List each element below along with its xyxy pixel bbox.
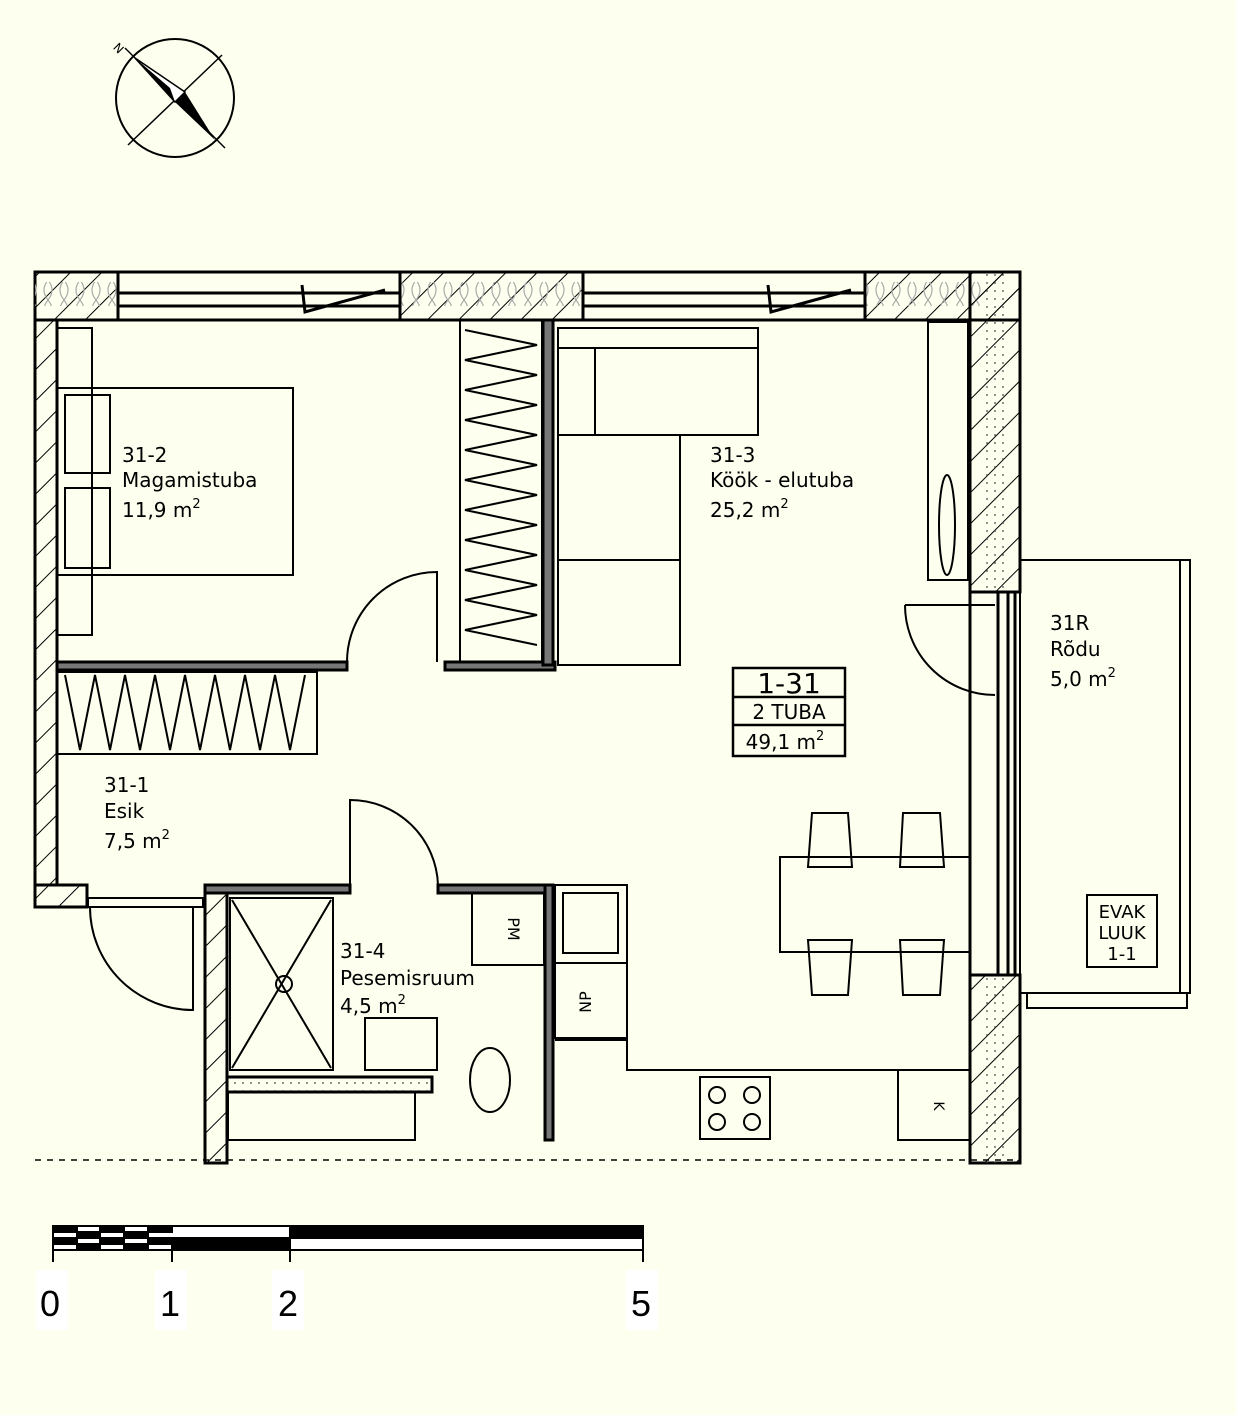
north-arrow-icon: N [110,38,235,158]
svg-text:5,0 m2: 5,0 m2 [1050,666,1116,691]
scale-bar [52,1225,644,1262]
room-label-31R: 31R Rõdu 5,0 m2 [1050,611,1116,691]
room-label-31-2: 31-2 Magamistuba 11,9 m2 [122,443,257,522]
scale-label-bg [272,1270,304,1330]
doors [87,570,996,1012]
hall-wardrobe [56,671,318,755]
svg-text:LUUK: LUUK [1098,923,1146,944]
svg-text:11,9 m2: 11,9 m2 [122,497,201,522]
scale-label-1: 1 [160,1283,180,1324]
north-label: N [110,40,126,56]
microwave [554,884,628,964]
svg-text:31-3: 31-3 [710,443,755,467]
svg-text:49,1 m2: 49,1 m2 [746,729,825,754]
bed-nightstands [56,327,93,636]
wardrobe [459,319,543,663]
sink [364,1017,438,1071]
cooktop [699,1076,771,1140]
toilet [469,1047,511,1113]
scale-label-0: 0 [40,1283,60,1324]
svg-text:4,5 m2: 4,5 m2 [340,993,406,1018]
svg-text:EVAK: EVAK [1099,902,1147,923]
scale-label-5: 5 [631,1283,651,1324]
evac-label: EVAK LUUK 1-1 [1098,902,1146,965]
room-label-31-3: 31-3 Köök - elutuba 25,2 m2 [710,443,854,522]
svg-text:Pesemisruum: Pesemisruum [340,966,475,990]
apartment-tag: 1-31 2 TUBA 49,1 m2 [746,667,826,754]
room-label-31-4: 31-4 Pesemisruum 4,5 m2 [340,939,475,1018]
dining-table [779,856,971,953]
fridge [897,1069,971,1141]
cabinet [927,321,969,581]
svg-text:Rõdu: Rõdu [1050,637,1101,661]
sofa [557,327,759,666]
washer-label: PM [504,917,523,940]
room-label-31-1: 31-1 Esik 7,5 m2 [104,773,170,853]
bed [56,387,294,576]
scale-label-bg [626,1270,658,1330]
shower [229,897,334,1071]
furniture [56,319,1191,1141]
svg-text:31-2: 31-2 [122,443,167,467]
svg-text:Esik: Esik [104,799,145,823]
svg-text:25,2 m2: 25,2 m2 [710,497,789,522]
svg-text:1-31: 1-31 [757,667,821,700]
svg-text:2 TUBA: 2 TUBA [752,700,826,724]
fridge-label: K [930,1101,946,1111]
scale-label-bg [36,1270,68,1330]
scale-label-bg [155,1270,187,1330]
walls [33,270,1022,1165]
svg-text:31R: 31R [1050,611,1089,635]
dishwasher-label: NP [576,991,595,1013]
svg-text:7,5 m2: 7,5 m2 [104,828,170,853]
svg-text:Köök - elutuba: Köök - elutuba [710,468,854,492]
scale-label-2: 2 [278,1283,298,1324]
evac-hatch [1086,894,1158,968]
svg-text:1-1: 1-1 [1107,944,1136,965]
svg-text:31-4: 31-4 [340,939,385,963]
svg-text:Magamistuba: Magamistuba [122,468,257,492]
washer [471,892,545,966]
svg-text:31-1: 31-1 [104,773,149,797]
